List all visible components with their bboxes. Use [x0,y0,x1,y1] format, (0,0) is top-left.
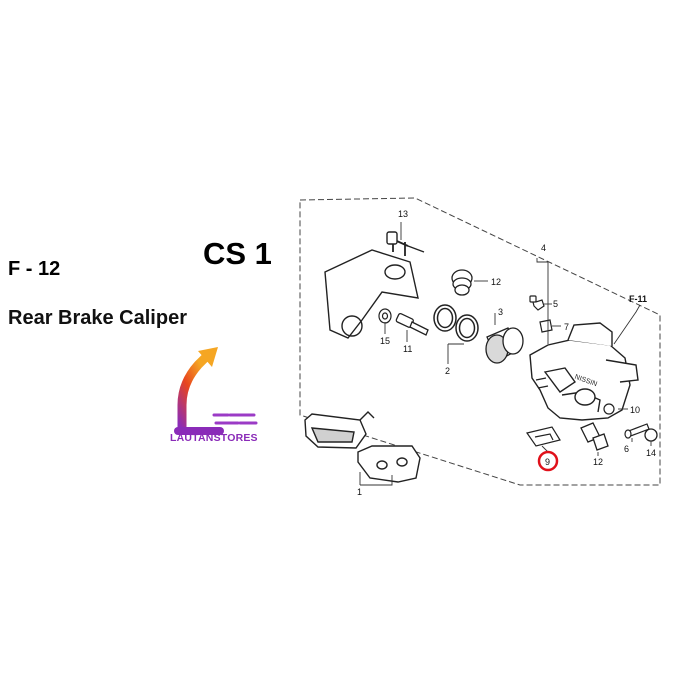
callout-2: 2 [445,366,450,376]
logo-text: LAUTANSTORES [170,432,258,444]
caliper-piston [485,327,524,364]
callout-14: 14 [646,448,656,458]
store-logo [174,347,258,435]
callout-3: 3 [498,307,503,317]
small-washer [378,308,392,324]
callout-7: 5 [553,299,558,309]
caliper-bracket [324,231,425,339]
callout-9: 9 [545,457,550,467]
callout-labels: 13 4 12 5 7 3 15 11 2 10 12 14 1 F-11 6 [357,209,656,497]
callout-4: 4 [541,243,546,253]
callout-12: 12 [593,457,603,467]
assembly-boundary [299,197,661,486]
pin-cap [644,428,658,442]
piston-seals [433,304,479,342]
pad-spring [526,426,561,447]
callout-10: 10 [630,405,640,415]
dust-boot [451,269,473,296]
bleeder-cap [539,319,553,333]
ref-label: F-11 [629,294,647,304]
model-label: CS 1 [203,236,272,271]
mounting-bolt [580,422,609,451]
bleeder-valve [529,295,545,311]
pin-bolt [395,313,429,336]
callout-13: 12 [491,277,501,287]
callout-6: 6 [624,444,629,454]
highlighted-callout-9: 9 [537,450,559,472]
callout-11: 11 [403,344,412,354]
brake-pads [304,411,421,483]
page-title: Rear Brake Caliper [8,307,187,329]
callout-5: 13 [398,209,408,219]
caliper-body: NISSIN [529,322,639,421]
leader-lines [359,222,652,486]
o-ring [603,403,615,415]
callout-1: 1 [357,487,362,497]
section-code: F - 12 [8,258,61,280]
callout-8: 7 [564,322,569,332]
callout-15: 15 [380,336,390,346]
